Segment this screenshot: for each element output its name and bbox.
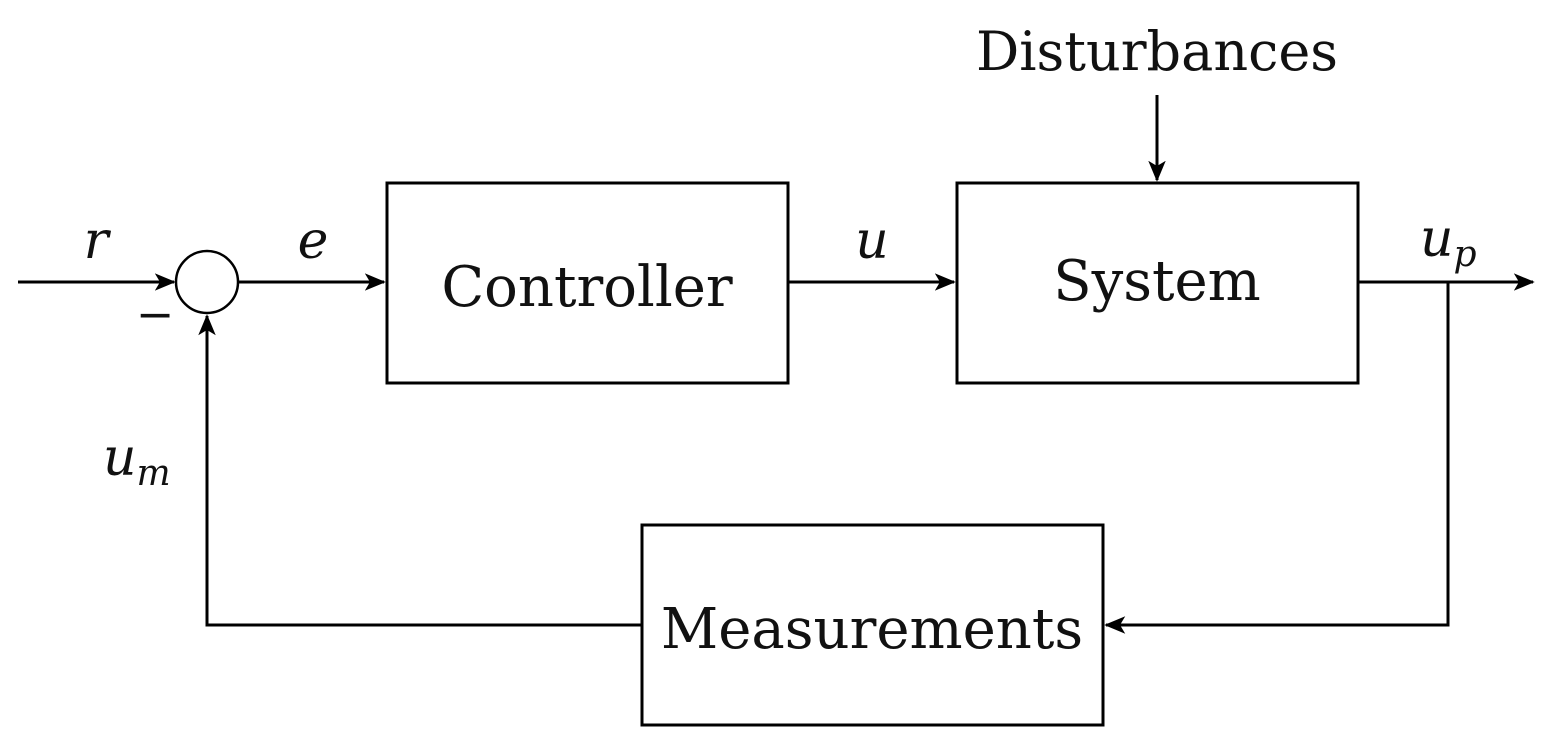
measurements-label: Measurements: [661, 597, 1083, 662]
measured-signal-subscript: m: [137, 453, 171, 494]
feedback-to-measurements-arrow: [1104, 282, 1450, 634]
controller-label: Controller: [441, 255, 733, 320]
disturbances-label: Disturbances: [976, 20, 1338, 83]
negative-sign: −: [136, 287, 175, 341]
error-signal-label: e: [298, 211, 329, 271]
output-signal-subscript: p: [1454, 234, 1477, 275]
summing-junction: [174, 249, 240, 315]
system-label: System: [1053, 249, 1260, 314]
output-signal-base: u: [1420, 209, 1454, 269]
measured-signal-label: um: [103, 428, 171, 494]
reference-signal-label: r: [84, 211, 112, 271]
measured-feedback-arrow: [198, 314, 642, 627]
control-signal-label: u: [855, 211, 889, 271]
measured-signal-base: u: [103, 428, 137, 488]
output-signal-label: up: [1420, 209, 1477, 275]
